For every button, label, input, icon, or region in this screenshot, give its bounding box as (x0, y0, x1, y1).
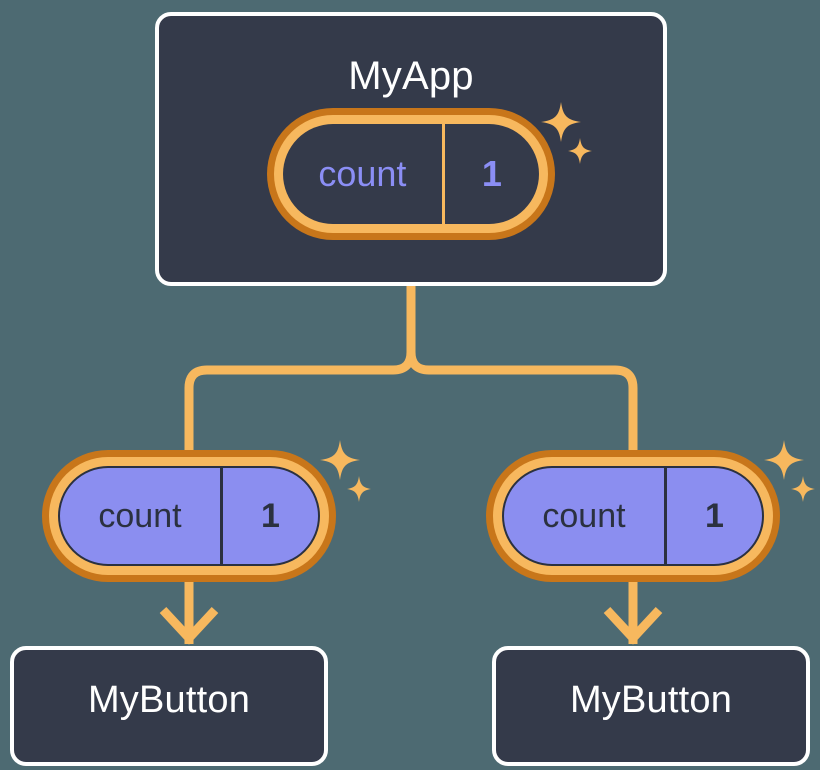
state-key-cell: count (283, 124, 442, 224)
component-box-mybutton-left[interactable]: MyButton (10, 646, 328, 766)
state-value-label: 1 (261, 496, 280, 535)
state-value-cell: 1 (219, 468, 318, 564)
state-value-cell: 1 (441, 124, 539, 224)
component-box-mybutton-right[interactable]: MyButton (492, 646, 810, 766)
state-value-cell: 1 (663, 468, 762, 564)
state-pill-inner-ring: count 1 (493, 457, 773, 575)
branch-line-right (406, 351, 638, 455)
component-label-mybutton-left: MyButton (87, 679, 251, 721)
sparkle-small-icon (791, 476, 815, 502)
sparkle-large-icon (764, 440, 804, 480)
state-pill-body: count 1 (283, 124, 539, 224)
arrow-down-icon-left (159, 606, 219, 645)
sparkle-large-icon (320, 440, 360, 480)
state-key-cell: count (60, 468, 220, 564)
state-key-cell: count (504, 468, 664, 564)
state-pill-left[interactable]: count 1 (42, 450, 336, 582)
page-title-myapp: MyApp (348, 54, 474, 98)
state-pill-myapp[interactable]: count 1 (267, 108, 555, 240)
state-pill-inner-ring: count 1 (49, 457, 329, 575)
state-pill-right[interactable]: count 1 (486, 450, 780, 582)
state-key-label: count (98, 496, 182, 535)
state-pill-inner-ring: count 1 (274, 115, 548, 233)
state-pill-body: count 1 (58, 466, 320, 566)
state-key-label: count (318, 153, 407, 194)
branch-line-left (184, 351, 416, 455)
sparkle-small-icon (347, 476, 371, 502)
component-label-mybutton-right: MyButton (569, 679, 733, 721)
state-value-label: 1 (705, 496, 724, 535)
arrow-down-icon-right (603, 606, 663, 645)
state-pill-body: count 1 (502, 466, 764, 566)
state-key-label: count (542, 496, 626, 535)
state-value-label: 1 (481, 153, 502, 194)
